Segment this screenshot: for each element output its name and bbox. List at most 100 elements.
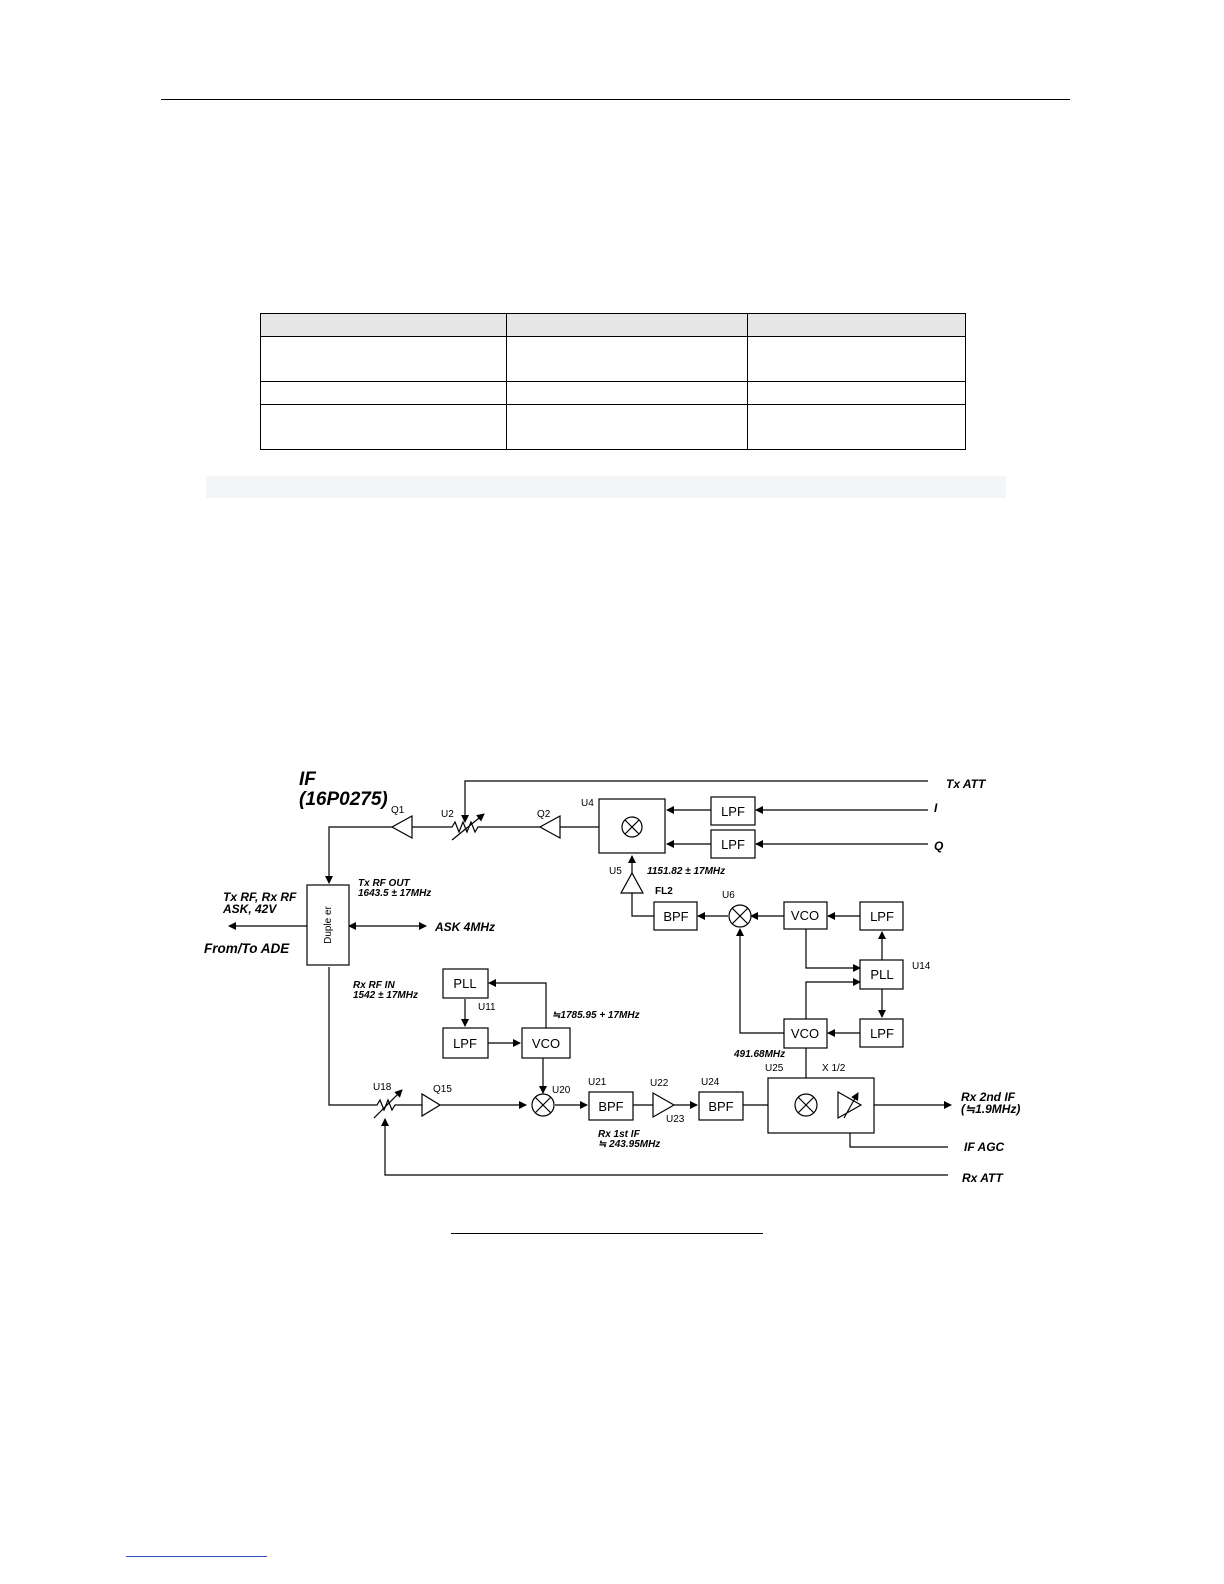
- vco-lower-label: VCO: [791, 1026, 819, 1041]
- label-ask-42v: ASK, 42V: [222, 902, 277, 916]
- label-tx-att: Tx ATT: [946, 777, 987, 791]
- amplifier-u5-icon: [619, 871, 645, 894]
- attenuator-symbols: [372, 813, 859, 1119]
- label-u11: U11: [478, 1002, 496, 1013]
- lpf-u11-label: LPF: [453, 1036, 477, 1051]
- signal-wires: [228, 780, 952, 1176]
- label-u5: U5: [609, 866, 622, 877]
- attenuator-u2-icon: [446, 813, 485, 841]
- mixer-u4-icon: [621, 816, 643, 838]
- table-cell: [506, 381, 748, 405]
- pll-u11-label: PLL: [453, 976, 476, 991]
- amplifier-q15-icon: [421, 1092, 442, 1118]
- label-u2: U2: [441, 809, 454, 820]
- label-i: I: [934, 801, 938, 815]
- table-cell: [260, 336, 507, 382]
- label-rx-rf-in-freq: 1542 ± 17MHz: [353, 990, 418, 1001]
- mixer-u6-icon: [728, 904, 752, 928]
- label-u4: U4: [581, 798, 594, 809]
- label-u25: U25: [765, 1063, 784, 1074]
- label-rx-1st-if: Rx 1st IF: [598, 1129, 641, 1140]
- table-cell: [747, 404, 966, 450]
- bpf-u21-box: [588, 1091, 634, 1121]
- table-cell: [506, 404, 748, 450]
- label-if-agc: IF AGC: [964, 1140, 1005, 1154]
- label-q: Q: [934, 839, 944, 853]
- table-row: [260, 336, 966, 382]
- label-freq-u11: ≒1785.95 + 17MHz: [552, 1010, 640, 1021]
- vco-upper-box: [783, 901, 828, 930]
- spec-table-header-cell: [747, 313, 966, 337]
- spec-table-header-cell: [260, 313, 507, 337]
- label-tx-rf-out: Tx RF OUT: [358, 878, 411, 889]
- label-tx-rf-out-freq: 1643.5 ± 17MHz: [358, 888, 431, 899]
- mixer-u25-icon: [794, 1093, 818, 1117]
- block-labels: LPF LPF BPF VCO LPF PLL VCO LPF PLL LPF …: [323, 804, 894, 1114]
- label-q15: Q15: [433, 1084, 452, 1095]
- lpf-lower-box: [859, 1018, 904, 1048]
- table-cell: [747, 336, 966, 382]
- label-u21: U21: [588, 1077, 607, 1088]
- bpf-fl2-label: BPF: [663, 909, 688, 924]
- spec-table: [260, 313, 966, 450]
- spec-table-header-cell: [506, 313, 748, 337]
- lpf-upper-box: [859, 901, 904, 931]
- amplifier-u22-icon: [652, 1091, 676, 1119]
- vco-lower-box: [783, 1018, 828, 1049]
- attenuator-u18-icon: [372, 1089, 403, 1119]
- label-rx-2nd-if-freq: (≒1.9MHz): [961, 1102, 1020, 1116]
- vco-u11-label: VCO: [532, 1036, 560, 1051]
- table-cell: [260, 404, 507, 450]
- bpf-u24-label: BPF: [708, 1099, 733, 1114]
- lpf-i-label: LPF: [721, 804, 745, 819]
- faded-caption-band: [206, 476, 1006, 498]
- amplifier-u25-icon: [837, 1090, 863, 1120]
- label-u20: U20: [552, 1085, 571, 1096]
- label-rx-rf-in: Rx RF IN: [353, 980, 395, 991]
- label-u23: U23: [666, 1114, 685, 1125]
- amplifier-symbols: [390, 814, 863, 1120]
- duplexer-box: [306, 884, 350, 966]
- label-q1: Q1: [391, 805, 405, 816]
- bpf-u21-label: BPF: [598, 1099, 623, 1114]
- bpf-fl2-box: [653, 901, 698, 931]
- amplifier-q1-icon: [390, 814, 413, 840]
- label-freq-491: 491.68MHz: [733, 1049, 785, 1060]
- vco-u11-box: [521, 1027, 571, 1059]
- table-cell: [747, 381, 966, 405]
- label-ask-4mhz: ASK 4MHz: [434, 920, 495, 934]
- label-freq-u5: 1151.82 ± 17MHz: [647, 866, 725, 877]
- pll-u14-box: [859, 959, 904, 990]
- block-outlines: [306, 796, 904, 1134]
- page-header-rule: [161, 99, 1070, 100]
- footer-rule: [126, 1556, 267, 1557]
- label-rx-1st-if-freq: ≒ 243.95MHz: [598, 1139, 660, 1150]
- label-u24: U24: [701, 1077, 720, 1088]
- diagram-title: IF: [299, 769, 317, 790]
- component-labels: Q1 U2 Q2 U4 U5 FL2 U6 U14 U11 U18 Q15 U2…: [373, 798, 931, 1125]
- table-row: [260, 381, 966, 405]
- label-u22: U22: [650, 1078, 669, 1089]
- table-row: [260, 404, 966, 450]
- pll-u14-label: PLL: [870, 967, 893, 982]
- spec-table-header-row: [260, 313, 966, 337]
- label-tx-rx-rf: Tx RF, Rx RF: [223, 890, 297, 904]
- label-x-half: X 1/2: [822, 1063, 846, 1074]
- diagram-subtitle: (16P0275): [299, 789, 388, 810]
- label-u6: U6: [722, 890, 735, 901]
- amplifier-q2-icon: [538, 814, 561, 840]
- lpf-q-box: [710, 829, 756, 859]
- bpf-u24-box: [698, 1091, 744, 1121]
- label-fl2: FL2: [655, 886, 673, 897]
- label-rx-2nd-if: Rx 2nd IF: [961, 1090, 1016, 1104]
- label-rx-att: Rx ATT: [962, 1171, 1004, 1185]
- lpf-i-box: [710, 796, 756, 826]
- lpf-upper-label: LPF: [870, 909, 894, 924]
- vco-upper-label: VCO: [791, 908, 819, 923]
- mixer-symbols: [531, 816, 818, 1117]
- lpf-u11-box: [442, 1027, 489, 1059]
- lpf-q-label: LPF: [721, 837, 745, 852]
- lpf-lower-label: LPF: [870, 1026, 894, 1041]
- variable-gain-arrow: [843, 1092, 859, 1119]
